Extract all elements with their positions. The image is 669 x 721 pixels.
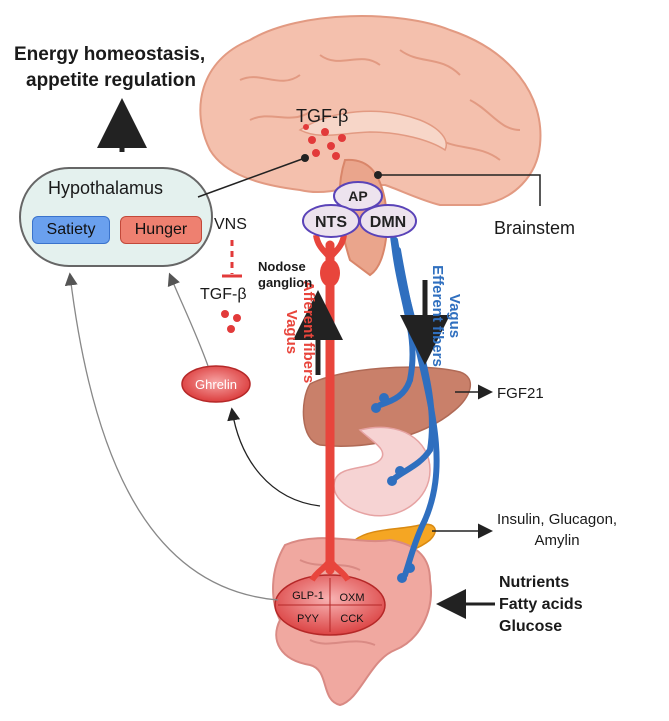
ghrelin-label: Ghrelin [195, 377, 237, 392]
cck-label: CCK [340, 613, 364, 625]
pyy-label: PYY [297, 613, 320, 625]
brainstem-connector [378, 174, 541, 206]
title-line2: appetite regulation [26, 70, 196, 91]
glp1-label: GLP-1 [292, 590, 324, 602]
efferent-label-line1: Vagus [446, 294, 463, 338]
nutrients-line2: Fatty acids [499, 596, 583, 613]
stomach [333, 426, 431, 517]
tgfb-brain-label: TGF-β [296, 106, 349, 126]
connector-dot [301, 154, 309, 162]
ghrelin-cell [181, 365, 251, 403]
afferent-label-group: Vagus Afferent fibers [283, 281, 317, 384]
hypothalamus-connector [197, 157, 306, 198]
nodose-ganglion-label: Nodose ganglion [258, 259, 312, 291]
nutrients-line1: Nutrients [499, 574, 570, 591]
stomach-ghrelin-arrow [227, 407, 321, 507]
pancreas-hormones-line2: Amylin [534, 532, 580, 549]
pancreas-hormones-line1: Insulin, Glucagon, [497, 511, 618, 528]
hunger-box: Hunger [120, 216, 202, 244]
ap-label: AP [348, 188, 367, 204]
dmn-label: DMN [370, 214, 406, 231]
afferent-label-line2: Afferent fibers [300, 281, 317, 384]
ap-nucleus [333, 181, 383, 211]
satiety-box: Satiety [32, 216, 110, 244]
title-line1: Energy homeostasis, [14, 44, 206, 65]
brain [199, 15, 542, 206]
efferent-label-line2: Efferent fibers [429, 265, 446, 367]
nutrients-line3: Glucose [499, 618, 563, 635]
tgfb-dots-brain [303, 124, 346, 160]
efferent-terminals [371, 393, 415, 583]
vns-label: VNS [214, 216, 247, 233]
fgf21-label: FGF21 [497, 385, 544, 402]
hypothalamus-label: Hypothalamus [48, 178, 164, 198]
pancreas-hormones-label: Insulin, Glucagon, Amylin [497, 509, 617, 551]
ghrelin-hypothalamus-arrow [167, 272, 209, 367]
nutrients-label: Nutrients Fatty acids Glucose [499, 572, 583, 638]
nts-label: NTS [315, 214, 347, 231]
dmn-nucleus [359, 204, 417, 238]
tgfb-vns-label: TGF-β [200, 286, 247, 303]
afferent-label-line1: Vagus [283, 310, 300, 354]
brainstem-dot [374, 171, 382, 179]
oxm-label: OXM [339, 592, 364, 604]
nodose-line1: Nodose [258, 259, 306, 274]
tgfb-dots-vns [221, 310, 241, 333]
brainstem-label: Brainstem [494, 218, 576, 238]
gut-hypothalamus-arrow [64, 272, 279, 601]
nodose-line2: ganglion [258, 275, 313, 290]
efferent-label-group: Vagus Efferent fibers [429, 265, 463, 367]
